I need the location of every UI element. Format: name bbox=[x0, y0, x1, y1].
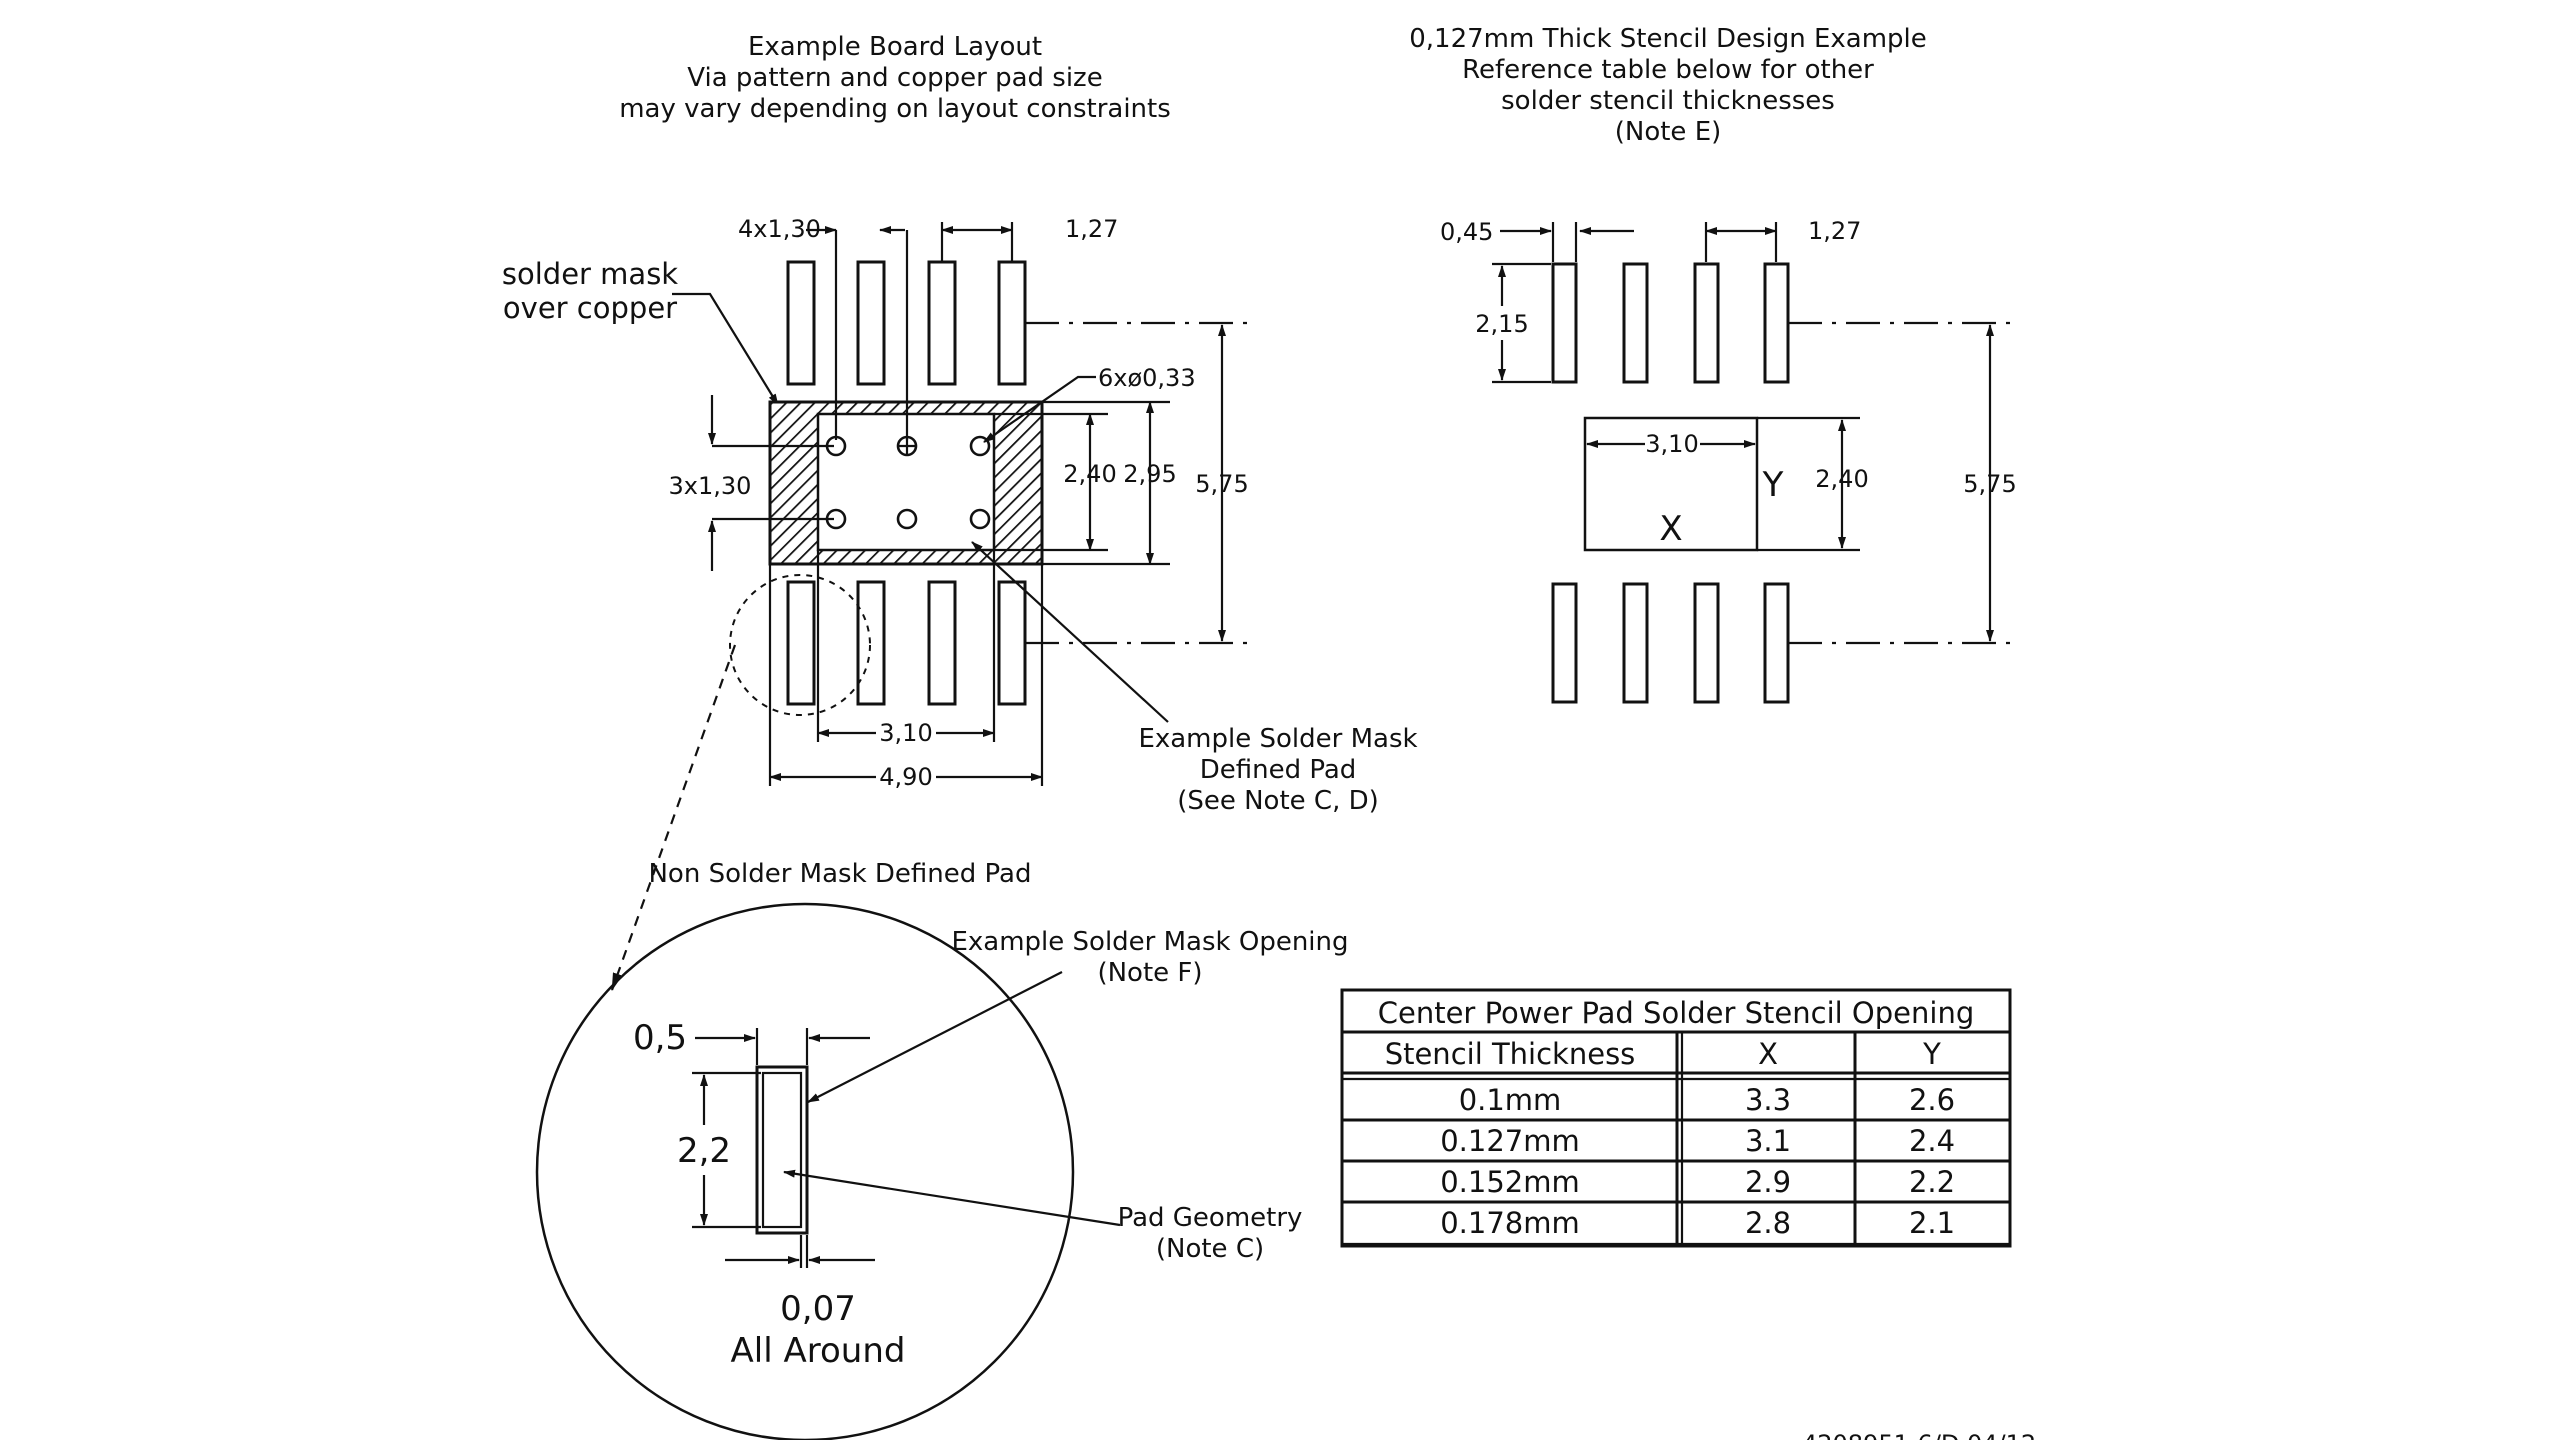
svg-text:0.127mm: 0.127mm bbox=[1440, 1124, 1580, 1158]
svg-text:5,75: 5,75 bbox=[1195, 470, 1248, 498]
stencil-bottom-pads bbox=[1551, 582, 1790, 704]
svg-text:Pad Geometry: Pad Geometry bbox=[1118, 1203, 1303, 1233]
svg-text:5,75: 5,75 bbox=[1963, 470, 2016, 498]
dim-total-h: 5,75 bbox=[1025, 321, 1250, 645]
dim-via-pitch: 3x1,30 bbox=[669, 395, 834, 571]
dim-via: 6xø0,33 bbox=[983, 364, 1196, 443]
stencil-dim-y: 2,40 bbox=[1757, 416, 1869, 552]
svg-text:2,2: 2,2 bbox=[677, 1131, 731, 1171]
dim-thermal-w: 3,10 bbox=[816, 550, 996, 748]
stencil-title: 0,127mm Thick Stencil Design Example Ref… bbox=[1409, 24, 1927, 147]
stencil-dim-pad-h: 2,15 bbox=[1475, 262, 1551, 384]
stencil-dim-pad-w: 0,45 bbox=[1440, 218, 1634, 262]
board-layout-title: Example Board Layout Via pattern and cop… bbox=[619, 32, 1171, 124]
dim-pitch: 1,27 bbox=[940, 215, 1118, 262]
svg-text:Example Solder Mask Opening: Example Solder Mask Opening bbox=[951, 927, 1348, 957]
svg-text:solder stencil thicknesses: solder stencil thicknesses bbox=[1501, 86, 1835, 116]
dim-total-w: 4,90 bbox=[768, 564, 1044, 792]
detail-pad bbox=[761, 1071, 803, 1229]
table-header-y: Y bbox=[1922, 1037, 1941, 1071]
svg-text:0,07: 0,07 bbox=[780, 1289, 856, 1329]
table-title: Center Power Pad Solder Stencil Opening bbox=[1378, 996, 1974, 1030]
stencil-opening-table: Center Power Pad Solder Stencil Opening … bbox=[1340, 988, 2012, 1248]
svg-text:(Note C): (Note C) bbox=[1156, 1234, 1264, 1264]
svg-text:2,95: 2,95 bbox=[1123, 460, 1176, 488]
table-row: 0.152mm 2.9 2.2 bbox=[1440, 1165, 1955, 1199]
svg-text:0,127mm Thick Stencil Design E: 0,127mm Thick Stencil Design Example bbox=[1409, 24, 1927, 54]
detail-title: Non Solder Mask Defined Pad bbox=[648, 859, 1031, 889]
svg-text:0.178mm: 0.178mm bbox=[1440, 1206, 1580, 1240]
stencil-center-opening bbox=[1583, 416, 1759, 552]
detail-circle bbox=[535, 902, 1075, 1440]
detail-dim-w: 0,5 bbox=[633, 1018, 870, 1065]
dim-thermal-h: 2,40 bbox=[994, 412, 1117, 552]
svg-text:Example Solder Mask: Example Solder Mask bbox=[1138, 724, 1417, 754]
svg-text:3x1,30: 3x1,30 bbox=[669, 472, 752, 500]
svg-text:2.4: 2.4 bbox=[1909, 1124, 1955, 1158]
solder-mask-leader bbox=[672, 292, 779, 406]
svg-text:1,27: 1,27 bbox=[1808, 217, 1861, 245]
svg-text:3.3: 3.3 bbox=[1745, 1083, 1791, 1117]
svg-text:2.6: 2.6 bbox=[1909, 1083, 1955, 1117]
svg-text:2.1: 2.1 bbox=[1909, 1206, 1955, 1240]
table-header-x: X bbox=[1758, 1037, 1778, 1071]
stencil-dim-x: 3,10 bbox=[1586, 430, 1756, 458]
board-top-pads bbox=[786, 260, 1027, 386]
svg-text:2,40: 2,40 bbox=[1063, 460, 1116, 488]
svg-text:(Note E): (Note E) bbox=[1615, 117, 1722, 147]
svg-text:2.8: 2.8 bbox=[1745, 1206, 1791, 1240]
detail-leader bbox=[610, 644, 737, 991]
svg-text:3,10: 3,10 bbox=[879, 719, 932, 747]
dim-pad-width: 4x1,30 bbox=[738, 215, 909, 440]
svg-text:All Around: All Around bbox=[731, 1331, 906, 1371]
table-header-thickness: Stencil Thickness bbox=[1385, 1037, 1636, 1071]
svg-text:0,45: 0,45 bbox=[1440, 218, 1493, 246]
svg-text:0.1mm: 0.1mm bbox=[1459, 1083, 1562, 1117]
svg-text:2,15: 2,15 bbox=[1475, 310, 1528, 338]
svg-text:4,90: 4,90 bbox=[879, 763, 932, 791]
svg-text:Reference table below for othe: Reference table below for other bbox=[1462, 55, 1874, 85]
detail-clearance-dim: 0,07 All Around bbox=[725, 1235, 905, 1371]
detail-pad-geometry-callout: Pad Geometry (Note C) bbox=[783, 1169, 1303, 1264]
svg-text:Example Board Layout: Example Board Layout bbox=[748, 32, 1042, 62]
dim-mask-h: 2,95 bbox=[1042, 400, 1177, 566]
smd-callout: Example Solder Mask Defined Pad (See Not… bbox=[971, 541, 1418, 816]
stencil-top-pads bbox=[1551, 262, 1790, 384]
table-row: 0.1mm 3.3 2.6 bbox=[1459, 1083, 1955, 1117]
svg-text:0.152mm: 0.152mm bbox=[1440, 1165, 1580, 1199]
svg-text:3,10: 3,10 bbox=[1645, 430, 1698, 458]
stencil-dim-total-h: 5,75 bbox=[1788, 321, 2018, 645]
svg-text:solder mask: solder mask bbox=[502, 257, 678, 291]
svg-text:Defined Pad: Defined Pad bbox=[1200, 755, 1357, 785]
svg-text:6xø0,33: 6xø0,33 bbox=[1098, 364, 1196, 392]
table-row: 0.178mm 2.8 2.1 bbox=[1440, 1206, 1955, 1240]
svg-text:over copper: over copper bbox=[503, 291, 677, 325]
svg-text:(See Note C, D): (See Note C, D) bbox=[1177, 786, 1379, 816]
svg-text:3.1: 3.1 bbox=[1745, 1124, 1791, 1158]
stencil-label-y: Y bbox=[1762, 465, 1784, 505]
svg-text:1,27: 1,27 bbox=[1065, 215, 1118, 243]
table-row: 0.127mm 3.1 2.4 bbox=[1440, 1124, 1955, 1158]
svg-text:2.2: 2.2 bbox=[1909, 1165, 1955, 1199]
svg-text:may vary depending on layout c: may vary depending on layout constraints bbox=[619, 94, 1171, 124]
stencil-label-x: X bbox=[1659, 509, 1682, 549]
svg-text:2.9: 2.9 bbox=[1745, 1165, 1791, 1199]
drawing-number: 4208951-6/D 04/12 bbox=[1802, 1430, 2036, 1440]
stencil-dim-pitch: 1,27 bbox=[1704, 217, 1861, 262]
detail-opening-callout: Example Solder Mask Opening (Note F) bbox=[807, 927, 1349, 1103]
detail-callout-circle bbox=[729, 574, 871, 716]
svg-text:0,5: 0,5 bbox=[633, 1018, 687, 1058]
board-bottom-pads bbox=[786, 580, 1027, 706]
svg-text:2,40: 2,40 bbox=[1815, 465, 1868, 493]
detail-dim-h: 2,2 bbox=[677, 1071, 761, 1229]
svg-text:(Note F): (Note F) bbox=[1097, 958, 1202, 988]
svg-text:Via pattern and copper pad siz: Via pattern and copper pad size bbox=[687, 63, 1102, 93]
solder-mask-label: solder mask over copper bbox=[502, 257, 678, 325]
